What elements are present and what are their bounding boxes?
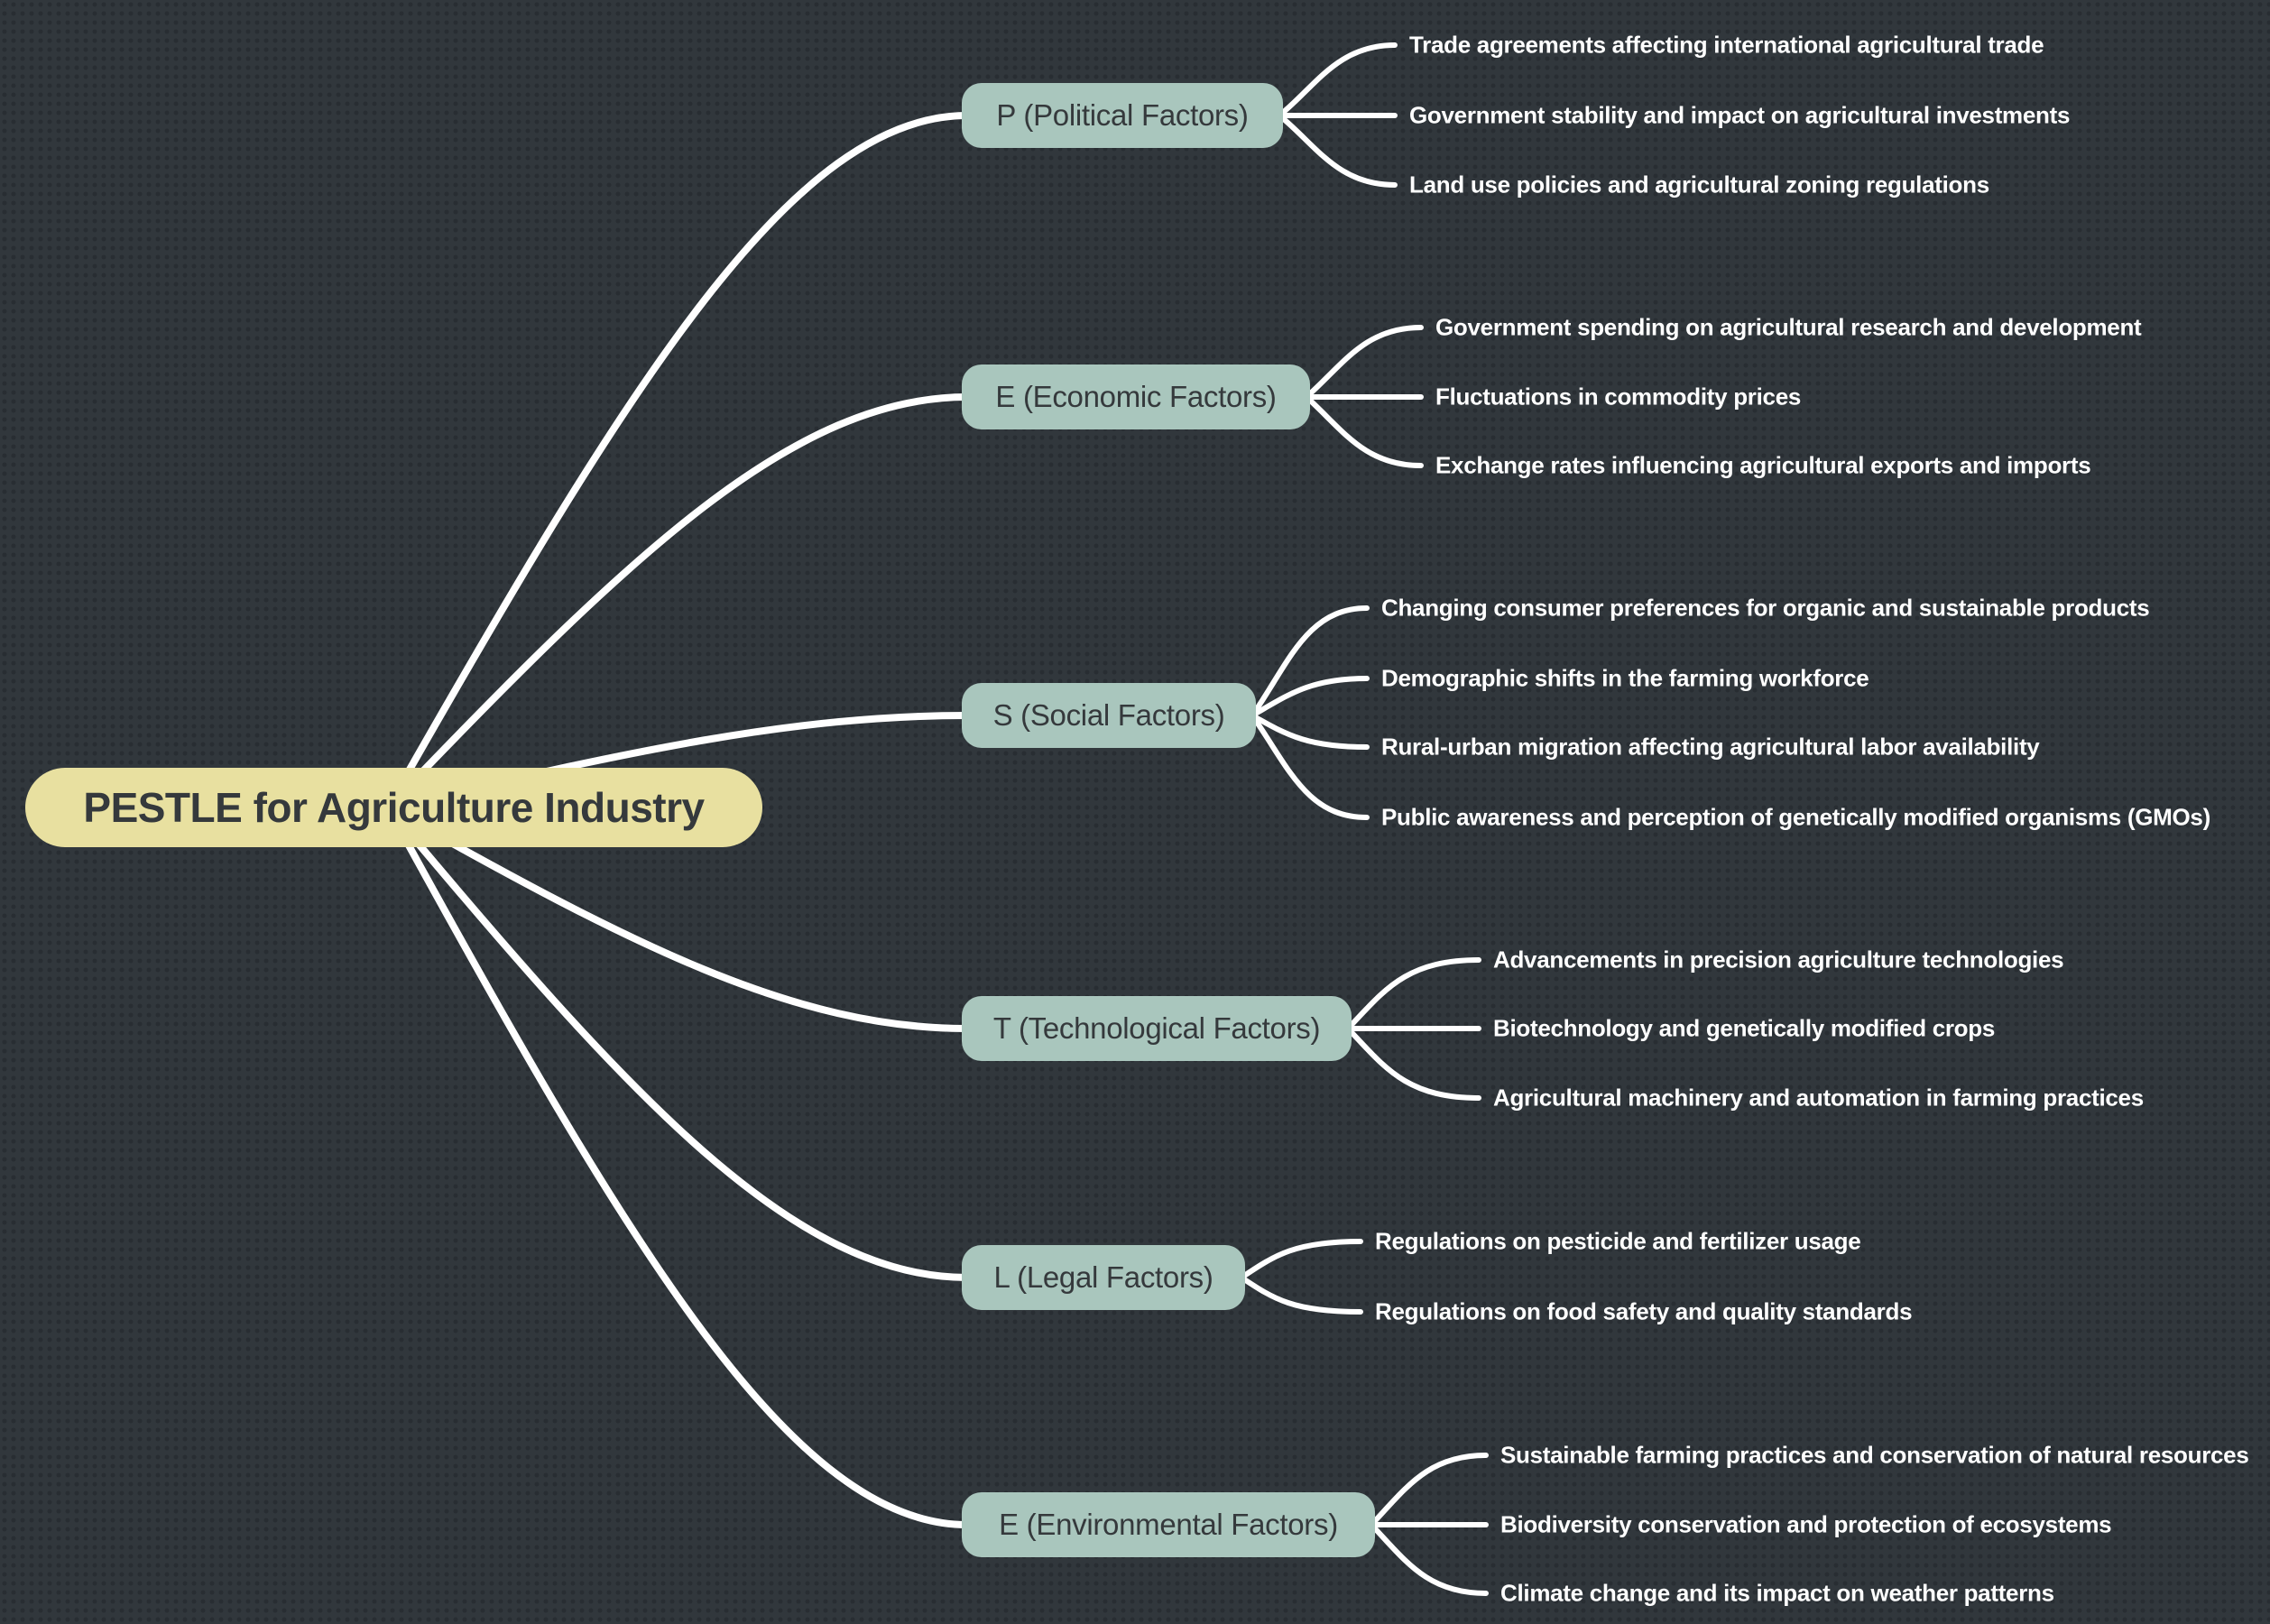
branch-technological[interactable]: T (Technological Factors) (962, 996, 1352, 1061)
branch-environmental[interactable]: E (Environmental Factors) (962, 1492, 1375, 1557)
branch-social[interactable]: S (Social Factors) (962, 683, 1256, 748)
link-legal-leaf-2 (1239, 1275, 1363, 1315)
leaf-economic-1[interactable]: Government spending on agricultural rese… (1435, 313, 2142, 341)
link-root-political (384, 112, 971, 811)
leaf-political-1[interactable]: Trade agreements affecting international… (1409, 31, 2044, 59)
link-legal-leaf-1 (1239, 1239, 1363, 1280)
leaf-technological-2[interactable]: Biotechnology and genetically modified c… (1493, 1014, 1995, 1042)
link-political-leaf-1 (1277, 42, 1398, 118)
leaf-legal-1[interactable]: Regulations on pesticide and fertilizer … (1375, 1227, 1861, 1255)
link-technological-leaf-3 (1345, 1026, 1481, 1101)
leaf-political-3[interactable]: Land use policies and agricultural zonin… (1409, 171, 1989, 198)
branch-legal[interactable]: L (Legal Factors) (962, 1245, 1245, 1310)
leaf-social-4[interactable]: Public awareness and perception of genet… (1381, 803, 2210, 831)
link-social-leaf-4 (1250, 713, 1370, 820)
link-social-leaf-3 (1250, 713, 1370, 750)
root-topic[interactable]: PESTLE for Agriculture Industry (25, 768, 762, 847)
link-environmental-leaf-1 (1369, 1453, 1489, 1527)
leaf-political-2[interactable]: Government stability and impact on agric… (1409, 101, 2071, 129)
link-technological-leaf-1 (1345, 957, 1481, 1031)
leaf-economic-3[interactable]: Exchange rates influencing agricultural … (1435, 451, 2091, 479)
link-political-leaf-3 (1277, 113, 1398, 188)
leaf-social-1[interactable]: Changing consumer preferences for organi… (1381, 594, 2150, 622)
link-root-environmental (384, 804, 971, 1528)
link-social-leaf-1 (1250, 605, 1370, 718)
leaf-social-2[interactable]: Demographic shifts in the farming workfo… (1381, 664, 1869, 692)
link-environmental-leaf-3 (1369, 1522, 1489, 1596)
leaf-technological-1[interactable]: Advancements in precision agriculture te… (1493, 946, 2064, 973)
link-root-economic (384, 393, 971, 811)
leaf-environmental-2[interactable]: Biodiversity conservation and protection… (1500, 1510, 2112, 1538)
leaf-environmental-1[interactable]: Sustainable farming practices and conser… (1500, 1441, 2249, 1469)
leaf-environmental-3[interactable]: Climate change and its impact on weather… (1500, 1579, 2054, 1607)
leaf-social-3[interactable]: Rural-urban migration affecting agricult… (1381, 733, 2040, 761)
link-economic-leaf-1 (1304, 325, 1424, 400)
link-economic-leaf-3 (1304, 394, 1424, 468)
branch-economic[interactable]: E (Economic Factors) (962, 364, 1310, 429)
link-root-technological (384, 804, 971, 1032)
link-root-legal (384, 804, 971, 1281)
link-social-leaf-2 (1250, 676, 1370, 718)
leaf-technological-3[interactable]: Agricultural machinery and automation in… (1493, 1084, 2144, 1112)
branch-political[interactable]: P (Political Factors) (962, 83, 1283, 148)
leaf-economic-2[interactable]: Fluctuations in commodity prices (1435, 383, 1802, 411)
leaf-legal-2[interactable]: Regulations on food safety and quality s… (1375, 1297, 1913, 1325)
